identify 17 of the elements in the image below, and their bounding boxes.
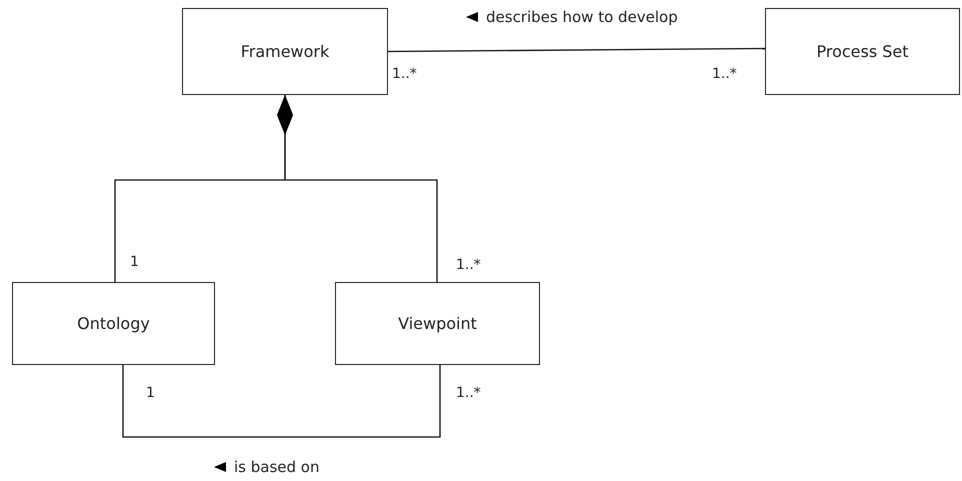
multiplicity-label: 1 [130, 253, 139, 272]
connector-line [277, 95, 438, 282]
multiplicity-label: 1..* [456, 384, 481, 403]
class-name: Ontology [77, 312, 150, 334]
multiplicity-label: 1..* [456, 256, 481, 275]
multiplicity-label: 1 [146, 384, 155, 403]
class-box [335, 282, 540, 365]
class-box [12, 282, 215, 365]
multiplicity-label: 1..* [712, 65, 737, 84]
connector-line [122, 365, 441, 438]
connector-line [388, 48, 765, 52]
class-name: Framework [240, 40, 330, 62]
class-box [182, 8, 388, 95]
multiplicity-label: 1..* [392, 65, 417, 84]
class-name: Process Set [816, 40, 909, 62]
class-name: Viewpoint [398, 312, 477, 334]
class-box [765, 8, 960, 95]
